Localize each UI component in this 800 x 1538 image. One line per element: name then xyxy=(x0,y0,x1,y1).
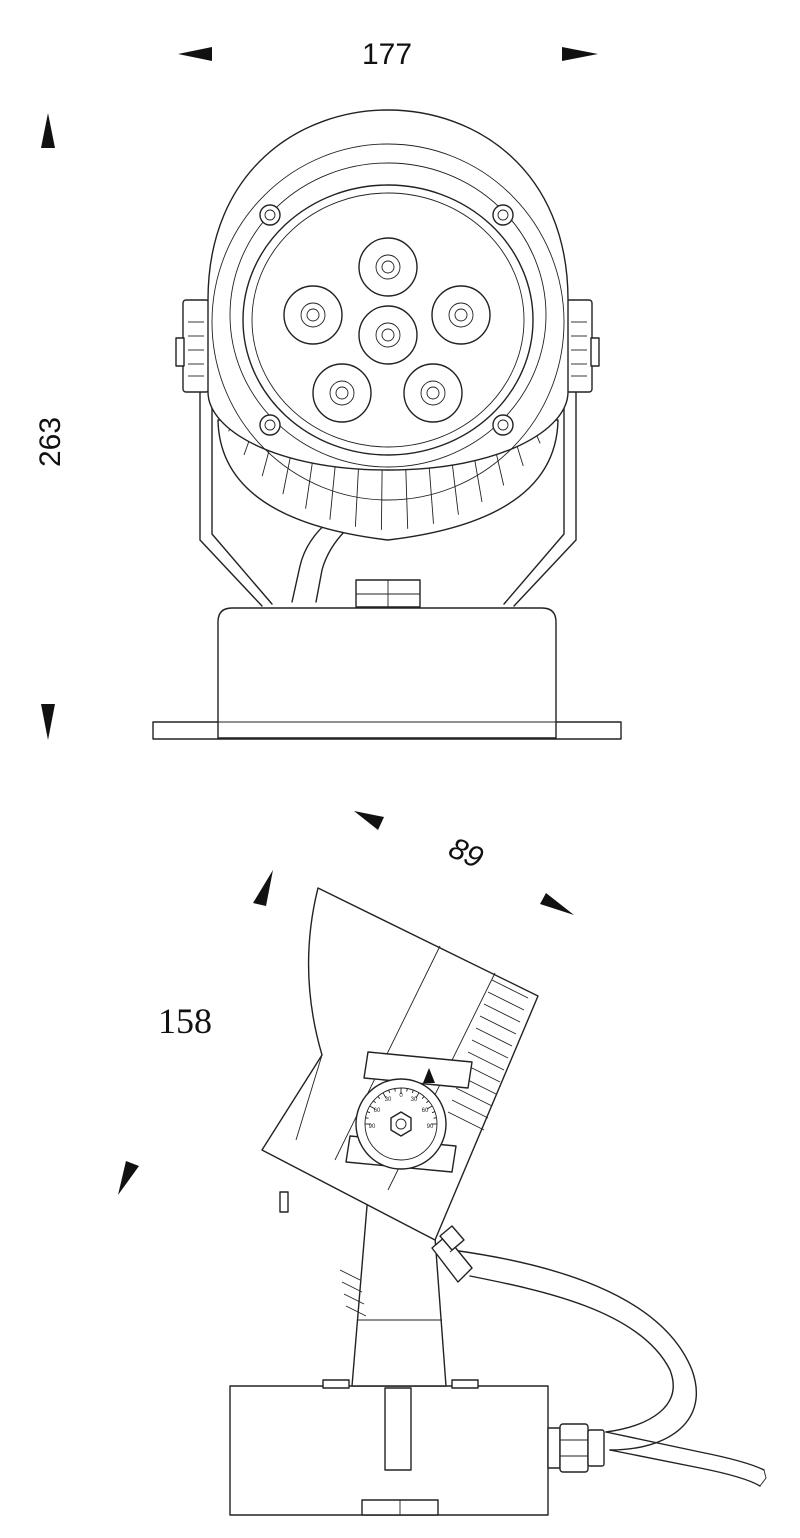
scale-tick xyxy=(388,1090,391,1094)
front-screws xyxy=(259,204,514,436)
side-heatsink-fins xyxy=(447,979,529,1131)
dimension-arrow-left xyxy=(178,47,212,61)
front-nut xyxy=(355,579,421,608)
scale-label: 0 xyxy=(399,1093,403,1099)
side-head-cable-gland xyxy=(431,1225,473,1283)
dimension-arrow-top xyxy=(253,870,273,906)
scale-tick xyxy=(394,1088,396,1092)
scale-tick xyxy=(369,1105,376,1110)
scale-tick xyxy=(367,1111,371,1114)
screw-top-right xyxy=(492,204,514,226)
dimension-arrow-down xyxy=(41,704,55,740)
side-depth-dimension: 89 xyxy=(354,811,574,915)
side-pivot-scale: 90 60 30 0 30 60 90 xyxy=(355,1068,447,1170)
led-lens xyxy=(358,305,418,365)
scale-tick xyxy=(406,1088,408,1092)
dimension-arrow-right xyxy=(562,47,598,61)
side-cable xyxy=(451,1249,767,1487)
scale-label: 60 xyxy=(422,1108,429,1114)
side-cable-gland xyxy=(547,1423,605,1473)
scale-tick xyxy=(382,1092,387,1099)
led-lens xyxy=(431,285,491,345)
scale-tick xyxy=(411,1090,414,1094)
side-height-label: 158 xyxy=(158,1001,212,1041)
pivot-hex-bolt xyxy=(390,1111,412,1137)
scale-label: 90 xyxy=(427,1124,434,1130)
tilt-indicator-arrow xyxy=(423,1068,435,1083)
scale-label: 60 xyxy=(374,1108,381,1114)
led-lens xyxy=(403,363,463,423)
scale-tick xyxy=(426,1100,429,1104)
scale-tick xyxy=(433,1117,437,1119)
tilt-scale-labels: 90 60 30 0 30 60 90 xyxy=(369,1093,434,1130)
dimension-arrow-bottom xyxy=(118,1161,139,1195)
scale-tick xyxy=(431,1111,435,1114)
side-height-dimension: 158 xyxy=(118,870,273,1195)
dimension-arrow-upper-left xyxy=(354,811,384,830)
screw-top-left xyxy=(259,204,281,226)
side-lower-fins xyxy=(339,1269,367,1317)
front-led-lenses xyxy=(283,237,491,423)
scale-tick xyxy=(377,1096,381,1099)
screw-bottom-right xyxy=(492,414,514,436)
front-width-label: 177 xyxy=(362,38,412,71)
scale-tick xyxy=(426,1105,433,1110)
scale-label: 90 xyxy=(369,1124,376,1130)
scale-label: 30 xyxy=(411,1097,418,1103)
scale-tick xyxy=(415,1092,420,1099)
led-lens xyxy=(312,363,372,423)
scale-tick xyxy=(365,1117,369,1119)
front-height-label: 263 xyxy=(34,417,67,467)
front-height-dimension: 263 xyxy=(34,113,67,740)
front-yoke-bracket xyxy=(175,299,600,607)
dimension-arrow-lower-right xyxy=(540,893,574,915)
scale-label: 30 xyxy=(385,1097,392,1103)
scale-tick xyxy=(421,1096,425,1099)
dimension-arrow-up xyxy=(41,113,55,148)
side-depth-label: 89 xyxy=(444,831,488,875)
led-lens xyxy=(358,237,418,297)
front-head xyxy=(207,109,569,501)
scale-tick xyxy=(373,1100,376,1104)
front-base xyxy=(152,607,622,740)
side-base xyxy=(229,1379,549,1516)
front-width-dimension: 177 xyxy=(178,38,598,71)
side-view: 89 158 xyxy=(118,811,767,1516)
front-view: 177 263 xyxy=(34,38,622,740)
led-lens xyxy=(283,285,343,345)
screw-bottom-left xyxy=(259,414,281,436)
front-cable xyxy=(291,519,347,603)
